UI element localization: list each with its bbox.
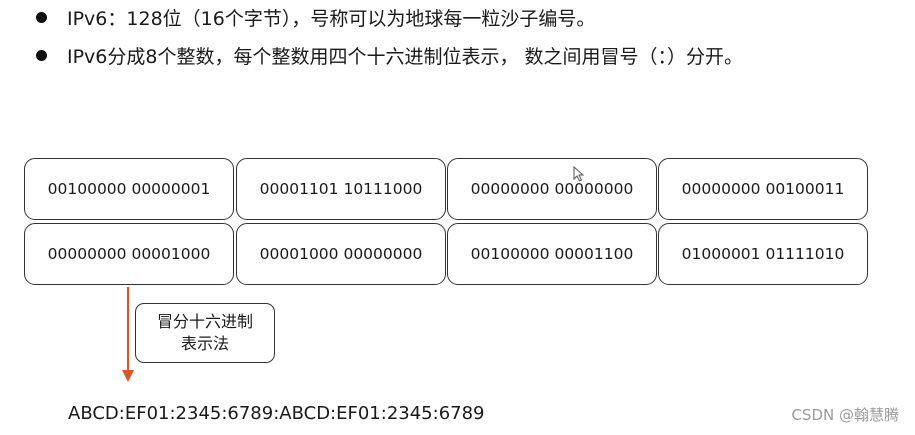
csdn-watermark: CSDN @翰慧腾: [791, 406, 899, 424]
down-arrow-icon: [122, 370, 134, 382]
grid-cell-r1-c1: 00100000 00000001: [24, 158, 234, 220]
grid-cell-r2-c3: 00100000 00001100: [447, 223, 657, 285]
bullet-dot-icon: [36, 12, 47, 23]
bullet-dot-icon: [36, 50, 47, 61]
notation-label-line2: 表示法: [180, 334, 229, 353]
mouse-pointer-icon: [573, 166, 585, 182]
bullet-item-2: IPv6分成8个整数，每个整数用四个十六进制位表示， 数之间用冒号（：）分开。: [36, 42, 743, 69]
grid-cell-r2-c1: 00000000 00001000: [24, 223, 234, 285]
bullet-text-2: IPv6分成8个整数，每个整数用四个十六进制位表示， 数之间用冒号（：）分开。: [67, 46, 744, 68]
down-arrow-line: [127, 287, 129, 371]
grid-cell-r1-c3: 00000000 00000000: [447, 158, 657, 220]
grid-cell-r2-c4: 01000001 01111010: [658, 223, 868, 285]
grid-cell-r1-c2: 00001101 10111000: [236, 158, 446, 220]
grid-cell-r1-c4: 00000000 00100011: [658, 158, 868, 220]
ipv6-hex-result: ABCD:EF01:2345:6789:ABCD:EF01:2345:6789: [68, 403, 485, 424]
grid-cell-r2-c2: 00001000 00000000: [236, 223, 446, 285]
notation-label-line1: 冒分十六进制: [156, 312, 253, 331]
bullet-item-1: IPv6：128位（16个字节），号称可以为地球每一粒沙子编号。: [36, 4, 595, 31]
notation-label-box: 冒分十六进制 表示法: [135, 303, 275, 363]
bullet-text-1: IPv6：128位（16个字节），号称可以为地球每一粒沙子编号。: [67, 8, 596, 30]
